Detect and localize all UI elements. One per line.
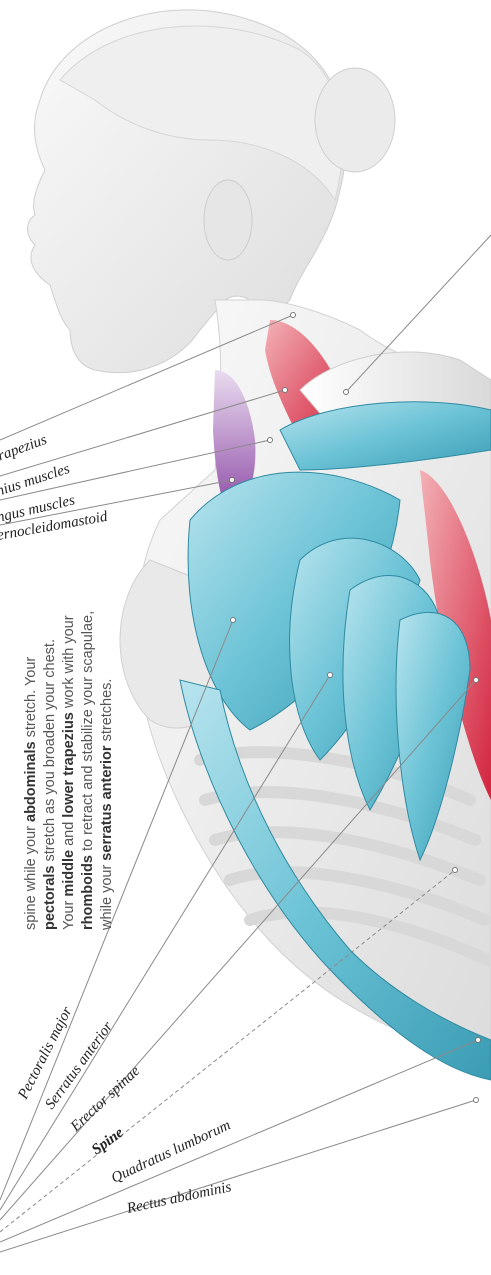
- desc-line-2: pectorals stretch as you broaden your ch…: [41, 500, 60, 930]
- head-figure: [28, 10, 396, 373]
- label-splenius-muscles: nius muscles: [0, 461, 72, 500]
- desc-line-3: Your middle and lower trapezius work wit…: [60, 500, 79, 930]
- desc-line-5: while your serratus anterior stretches.: [98, 500, 117, 930]
- desc-line-4: rhomboids to retract and stabilize your …: [79, 500, 98, 930]
- description-text: spine while your abdominals stretch. You…: [22, 500, 222, 930]
- label-rectus-abdominis: Rectus abdominis: [125, 1179, 233, 1217]
- desc-line-1: spine while your abdominals stretch. You…: [22, 500, 41, 930]
- label-quadratus-lumborum: Quadratus lumborum: [109, 1117, 233, 1186]
- label-spine: Spine: [89, 1125, 127, 1159]
